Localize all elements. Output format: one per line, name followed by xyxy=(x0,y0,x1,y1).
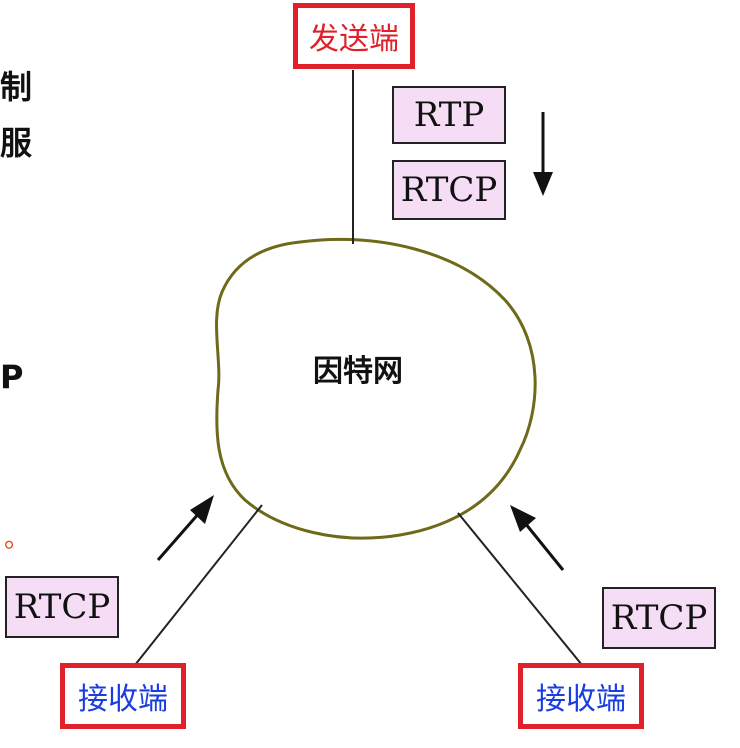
left-receiver-link xyxy=(134,504,263,666)
packet-rtcp-right: RTCP xyxy=(602,587,716,649)
right-receiver-link xyxy=(457,512,583,666)
internet-label: 因特网 xyxy=(313,354,403,389)
receiver-node-right: 接收端 xyxy=(518,663,644,729)
left-up-arrow xyxy=(156,495,214,561)
side-fragment-3: P xyxy=(0,358,24,396)
packet-rtp-top: RTP xyxy=(392,86,506,144)
right-up-arrow xyxy=(510,505,565,571)
packet-rtcp-top: RTCP xyxy=(392,160,506,220)
side-fragment-2: 服 xyxy=(0,124,33,162)
receiver-node-left: 接收端 xyxy=(60,663,186,729)
down-arrow xyxy=(533,112,553,196)
packet-rtcp-left: RTCP xyxy=(5,576,119,638)
side-fragment-1: 制 xyxy=(0,68,33,106)
side-fragment-4: 。 xyxy=(4,524,31,554)
sender-node: 发送端 xyxy=(293,3,415,69)
internet-cloud xyxy=(215,238,537,540)
